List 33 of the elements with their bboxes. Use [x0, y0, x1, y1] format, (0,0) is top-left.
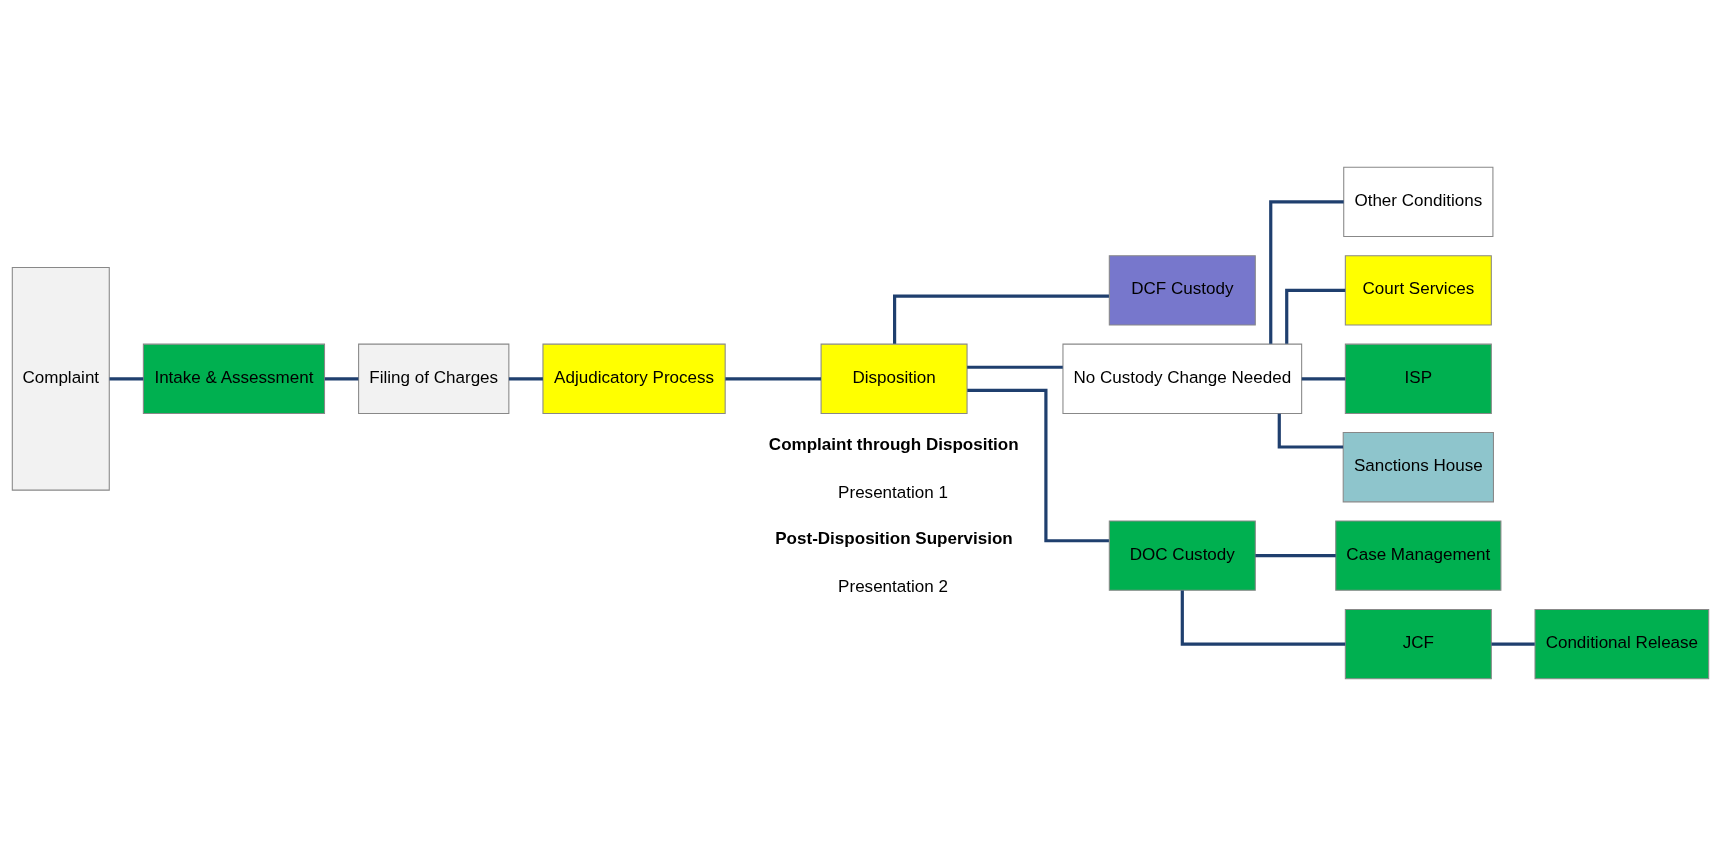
- connector: [893, 294, 1109, 344]
- connector: [725, 376, 821, 380]
- node-box: JCF: [1344, 608, 1492, 679]
- connector: [109, 376, 144, 380]
- node-box: DCF Custody: [1108, 254, 1256, 325]
- node-box: No Custody Change Needed: [1062, 343, 1303, 414]
- node-box: Case Management: [1335, 520, 1502, 591]
- connector: [1277, 413, 1344, 449]
- connector: [1255, 553, 1336, 557]
- node-box: Disposition: [820, 343, 968, 414]
- connector: [967, 388, 1109, 542]
- connector: [1301, 376, 1346, 380]
- node-box: Adjudicatory Process: [542, 343, 726, 414]
- node-box: ISP: [1344, 343, 1492, 414]
- label: Complaint through Disposition: [768, 434, 1019, 454]
- node-box: Other Conditions: [1343, 166, 1494, 237]
- node-box: Sanctions House: [1342, 431, 1494, 502]
- node-box: Conditional Release: [1534, 608, 1710, 679]
- node-box: Intake & Assessment: [142, 343, 326, 414]
- connector: [1180, 590, 1346, 646]
- label: Presentation 2: [838, 576, 948, 596]
- connector: [967, 365, 1063, 369]
- connector: [508, 376, 543, 380]
- node-box: DOC Custody: [1108, 520, 1256, 591]
- connector: [1491, 642, 1535, 646]
- connector: [1285, 288, 1346, 344]
- node-box: Court Services: [1344, 254, 1492, 325]
- node-box: Complaint: [11, 266, 110, 491]
- connector: [324, 376, 359, 380]
- connector: [1269, 199, 1344, 344]
- node-box: Filing of Charges: [358, 343, 510, 414]
- label: Presentation 1: [838, 482, 948, 502]
- label: Post-Disposition Supervision: [775, 528, 1013, 548]
